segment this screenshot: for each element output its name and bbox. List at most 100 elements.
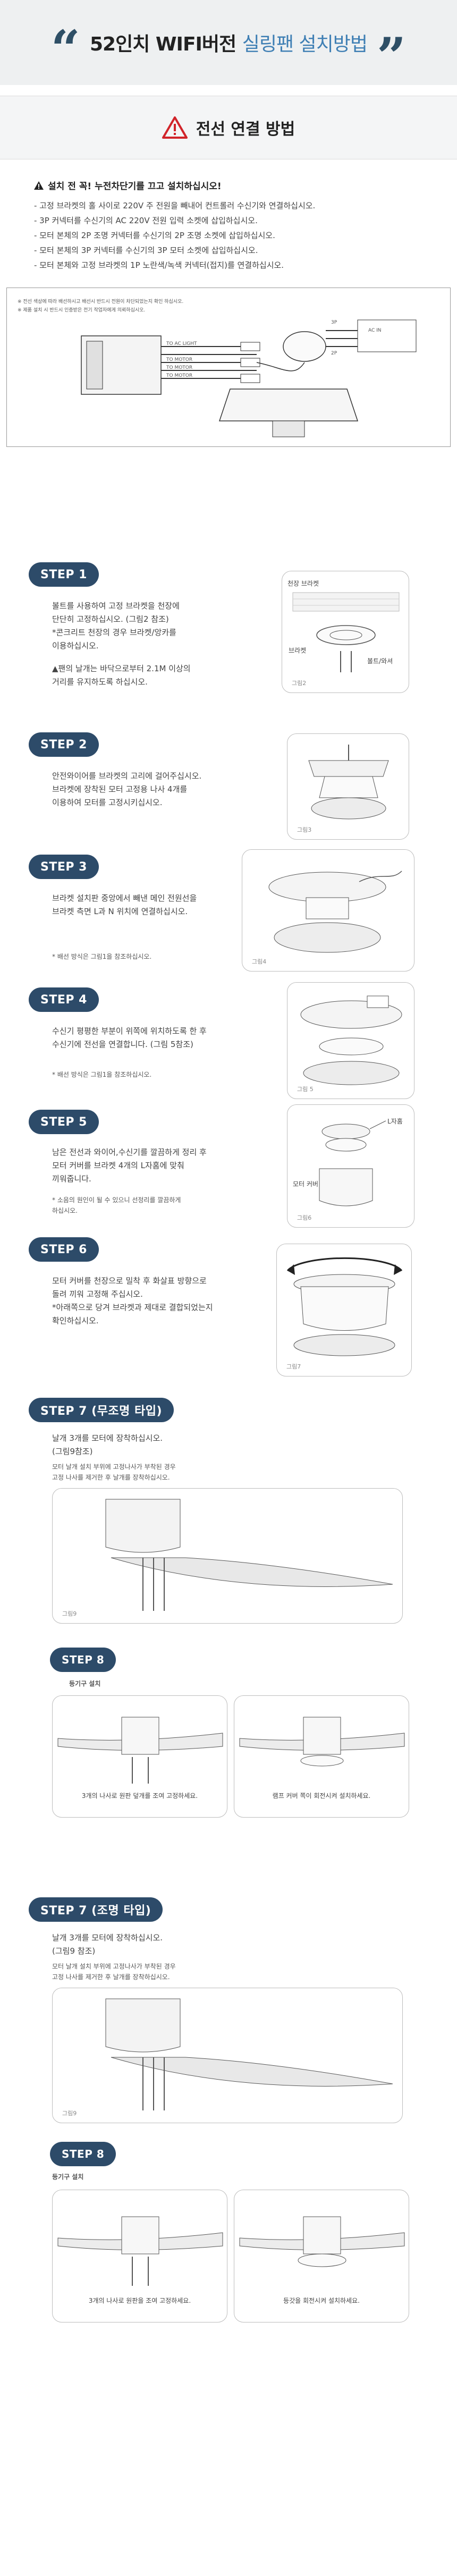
- step-8-no-light-section: STEP 8 등기구 설치 3개의 나사로 원판 덮개를 조여 고정하세요. 램…: [0, 1632, 457, 1881]
- text-line: 볼트를 사용하여 고정 브라켓을 천장에: [52, 601, 180, 611]
- step-8-no-light-caption-left: 3개의 나사로 원판 덮개를 조여 고정하세요.: [81, 1792, 198, 1800]
- step-6-label: STEP 6: [29, 1237, 99, 1262]
- motor-cover-illustration: [319, 1120, 386, 1206]
- text-line: 수신기에 전선을 연결합니다. (그림 5참조): [52, 1040, 193, 1049]
- blade-mount-illustration: [105, 1499, 393, 1611]
- figure-label: 그림 5: [297, 1086, 314, 1093]
- text-line: 고정 나사를 제거한 후 날개를 장착하십시오.: [52, 1474, 170, 1481]
- step-2-label: STEP 2: [29, 732, 99, 757]
- wiring-note: ※ 제품 설치 시 반드시 인증받은 전기 작업자에게 의뢰하십시오.: [18, 308, 146, 313]
- figure-label: 그림2: [292, 680, 307, 687]
- text-line: 안전와이어를 브라켓의 고리에 걸어주십시오.: [52, 771, 202, 781]
- figure-5: 그림 5: [287, 982, 414, 1099]
- step-8-no-light-subtitle: 등기구 설치: [69, 1680, 101, 1687]
- step-5-section: STEP 5 남은 전선과 와이어,수신기를 깔끔하게 정리 후 모터 커버를 …: [0, 1100, 457, 1228]
- page-title: 52인치 WIFI버전 실링팬 설치방법: [89, 29, 368, 56]
- text-line: ▲팬의 날개는 바닥으로부터 2.1M 이상의: [52, 664, 191, 673]
- motor-mount-illustration: [308, 745, 389, 820]
- page-title-accent: 실링팬 설치방법: [242, 33, 368, 55]
- blade-mount-light-illustration: [105, 1998, 393, 2110]
- step-8-light-subtitle: 등기구 설치: [52, 2173, 84, 2181]
- figure-label: 그림7: [286, 1363, 301, 1370]
- callout-ceiling-bracket: 천장 브라켓: [287, 580, 319, 587]
- figure-3: 그림3: [287, 733, 409, 840]
- figure-2: 천장 브라켓 브라켓 볼트/와셔 그림2: [282, 571, 409, 693]
- text-line: 모터 커버를 천장으로 밀착 후 화살표 방향으로: [52, 1276, 207, 1286]
- figure-6: L자홈 모터 커버 그림6: [287, 1104, 414, 1228]
- wiring-label: TO MOTOR: [166, 373, 193, 378]
- figure-label: 그림9: [62, 2110, 77, 2117]
- wiring-label: TO MOTOR: [166, 357, 193, 362]
- page-header: “ 52인치 WIFI버전 실링팬 설치방법 ”: [0, 0, 457, 85]
- text-line: 돌려 끼워 고정해 주십시오.: [52, 1289, 143, 1299]
- step-3-text: 브라켓 설치판 중앙에서 빼낸 메인 전원선을 브라켓 측면 L과 N 위치에 …: [52, 892, 197, 918]
- step-8-light-label: STEP 8: [50, 2142, 116, 2166]
- step-8-no-light-caption-right: 램프 커버 쪽이 회전시켜 설치하세요.: [272, 1792, 371, 1800]
- step-6-section: STEP 6 모터 커버를 천장으로 밀착 후 화살표 방향으로 돌려 끼워 고…: [0, 1228, 457, 1382]
- step-7-no-light-text: 날개 3개를 모터에 장착하십시오. (그림9참조): [52, 1432, 163, 1458]
- text-line: 거리를 유지하도록 하십시오.: [52, 677, 148, 687]
- wiring-note: ※ 전선 색상에 따라 배선하시고 배선시 반드시 전원이 차단되었는지 확인 …: [18, 299, 184, 305]
- lamp-cover-illustration: [239, 1717, 405, 1767]
- receiver-connection-illustration: [300, 995, 402, 1085]
- list-item: - 모터 본체의 2P 조명 커넥터를 수신기의 2P 조명 소켓에 삽입하십시…: [34, 231, 275, 240]
- figure-label: 그림9: [62, 1610, 77, 1617]
- wiring-label: 3P: [331, 320, 337, 325]
- text-line: 브라켓 측면 L과 N 위치에 연결하십시오.: [52, 907, 188, 916]
- list-item: - 고정 브라켓의 홀 사이로 220V 주 전원을 빼내어 컨트롤러 수신기와…: [34, 201, 316, 210]
- safety-notes-heading: 설치 전 꼭! 누전차단기를 끄고 설치하십시오!: [34, 179, 457, 192]
- figure-label: 그림6: [297, 1214, 312, 1221]
- wiring-section-title: 전선 연결 방법: [196, 120, 295, 139]
- figure-label: 그림4: [252, 958, 267, 965]
- warning-icon: [162, 116, 188, 139]
- page-title-main: 52인치 WIFI버전: [89, 33, 236, 55]
- callout-l-slot: L자홈: [387, 1118, 403, 1125]
- step-7-no-light-label: STEP 7 (무조명 타입): [29, 1398, 174, 1422]
- step-8-light-caption-left: 3개의 나사로 원판을 조여 고정하세요.: [88, 2297, 191, 2304]
- warning-triangle-icon: [34, 181, 44, 190]
- list-item: - 모터 본체와 고정 브라켓의 1P 노란색/녹색 커넥터(접지)를 연결하십…: [34, 260, 284, 270]
- text-line: 끼워줍니다.: [52, 1174, 91, 1184]
- rotate-cover-illustration: [286, 1257, 403, 1356]
- text-line: *아래쪽으로 당겨 브라켓과 제대로 결합되었는지: [52, 1303, 213, 1312]
- callout-bolt-washer: 볼트/와셔: [367, 657, 393, 665]
- figure-9-no-light: 그림9: [52, 1488, 403, 1624]
- text-line: 날개 3개를 모터에 장착하십시오.: [52, 1933, 163, 1942]
- wiring-label: 2P: [331, 351, 337, 356]
- disc-screw-illustration: [57, 2216, 223, 2286]
- text-line: 모터 날개 설치 부위에 고정나사가 부착된 경우: [52, 1463, 176, 1471]
- text-line: 단단히 고정하십시오. (그림2 참조): [52, 614, 169, 624]
- text-line: *콘크리트 천장의 경우 브라켓/앙카를: [52, 628, 176, 637]
- step-1-label: STEP 1: [29, 562, 99, 587]
- step-5-note: * 소음의 원인이 될 수 있으니 선정리를 깔끔하게 하십시오.: [52, 1195, 181, 1216]
- ceiling-bracket-illustration: [292, 592, 400, 672]
- figure-4: 그림4: [242, 849, 414, 972]
- text-line: 날개 3개를 모터에 장착하십시오.: [52, 1433, 163, 1443]
- wiring-label: TO AC LIGHT: [166, 341, 197, 347]
- text-line: 브라켓 설치판 중앙에서 빼낸 메인 전원선을: [52, 893, 197, 903]
- bracket-wiring-illustration: [268, 871, 402, 953]
- text-line: 이용하여 모터를 고정시키십시오.: [52, 798, 163, 807]
- step-6-text: 모터 커버를 천장으로 밀착 후 화살표 방향으로 돌려 끼워 고정해 주십시오…: [52, 1274, 213, 1328]
- open-quote-mark: “: [50, 24, 80, 61]
- step-7-light-text: 날개 3개를 모터에 장착하십시오. (그림9 참조): [52, 1931, 163, 1958]
- safety-notes-heading-text: 설치 전 꼭! 누전차단기를 끄고 설치하십시오!: [48, 181, 222, 192]
- step-2-section: STEP 2 안전와이어를 브라켓의 고리에 걸어주십시오. 브라켓에 장착된 …: [0, 723, 457, 845]
- text-line: * 소음의 원인이 될 수 있으니 선정리를 깔끔하게: [52, 1196, 181, 1204]
- text-line: 모터 커버를 브라켓 4개의 L자홈에 맞춰: [52, 1161, 184, 1170]
- step-3-note: * 배선 방식은 그림1을 참조하십시오.: [52, 953, 152, 960]
- lamp-shade-illustration: [239, 2216, 405, 2267]
- step-4-section: STEP 4 수신기 평평한 부분이 위쪽에 위치하도록 한 후 수신기에 전선…: [0, 978, 457, 1100]
- text-line: 브라켓에 장착된 모터 고정용 나사 4개를: [52, 784, 188, 794]
- wiring-section-banner: 전선 연결 방법: [0, 96, 457, 159]
- safety-notes-list: - 고정 브라켓의 홀 사이로 220V 주 전원을 빼내어 컨트롤러 수신기와…: [34, 198, 457, 273]
- safety-notes: 설치 전 꼭! 누전차단기를 끄고 설치하십시오! - 고정 브라켓의 홀 사이…: [0, 159, 457, 273]
- step-1-section: STEP 1 볼트를 사용하여 고정 브라켓을 천장에 단단히 고정하십시오. …: [0, 553, 457, 723]
- step-8-no-light-label: STEP 8: [50, 1648, 116, 1672]
- close-quote-mark: ”: [377, 31, 407, 69]
- wiring-diagram-drawing: [81, 319, 417, 437]
- step-7-light-section: STEP 7 (조명 타입) 날개 3개를 모터에 장착하십시오. (그림9 참…: [0, 1881, 457, 2227]
- step-3-label: STEP 3: [29, 855, 99, 879]
- wiring-label: TO MOTOR: [166, 365, 193, 370]
